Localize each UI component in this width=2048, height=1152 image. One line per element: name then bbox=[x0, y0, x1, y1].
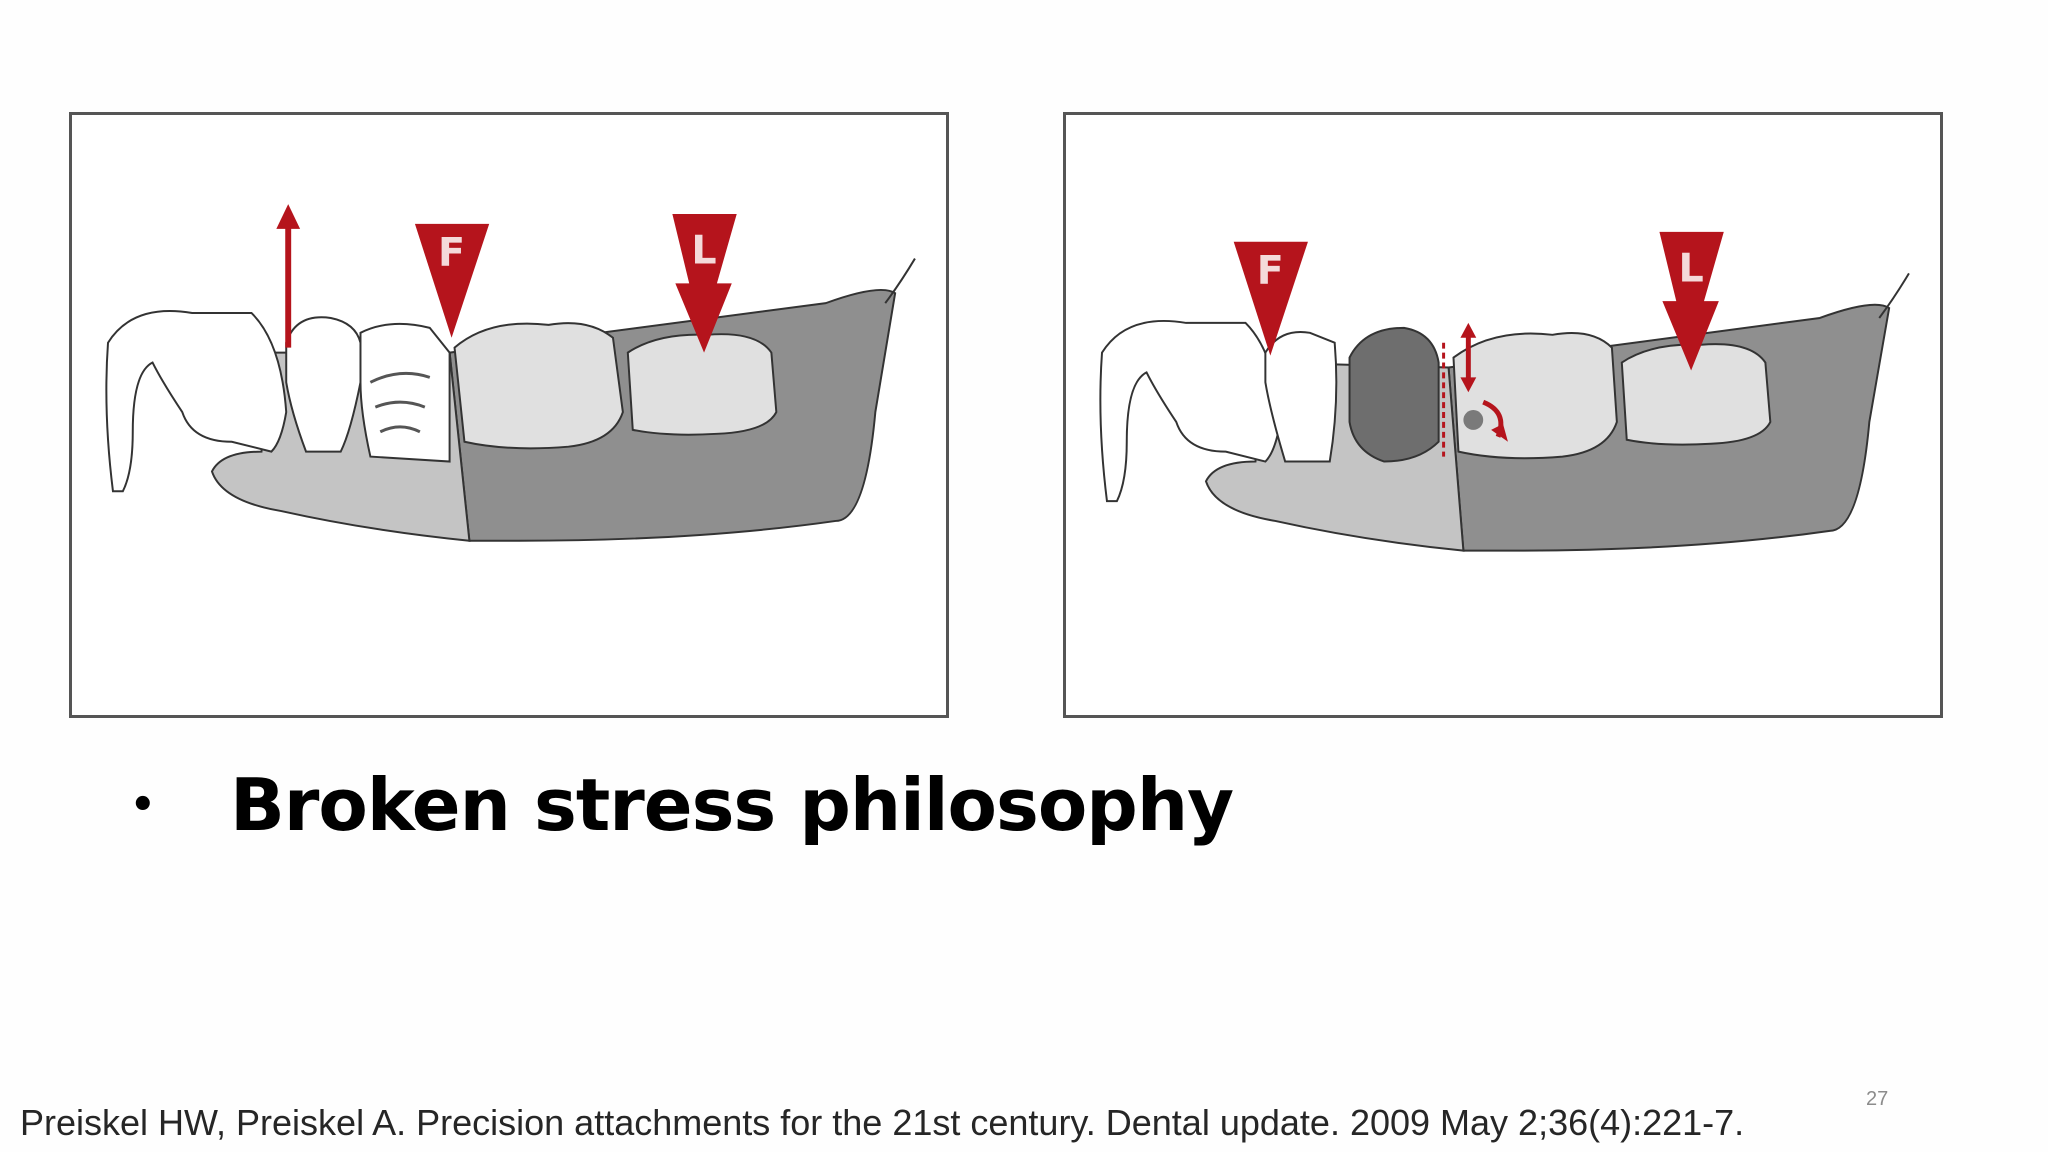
ramus-line bbox=[1878, 272, 1910, 319]
force-arrow-l bbox=[672, 214, 737, 353]
force-arrow-f bbox=[414, 223, 490, 338]
bullet-text: Broken stress philosophy bbox=[230, 763, 1234, 847]
molar-tooth-1 bbox=[1452, 332, 1618, 460]
slide-number: 27 bbox=[1866, 1088, 1889, 1110]
attachment-lines bbox=[369, 371, 431, 434]
molar-tooth-1 bbox=[453, 322, 624, 450]
bullet-marker: • bbox=[130, 782, 156, 828]
hinge-pin bbox=[1463, 410, 1484, 430]
molar-tooth-2 bbox=[626, 333, 778, 436]
mandible-diagram-left: F L bbox=[105, 204, 916, 542]
anterior-teeth-outline bbox=[105, 310, 288, 493]
figure-left: F L bbox=[69, 112, 949, 718]
bullet-item: • Broken stress philosophy bbox=[130, 760, 1234, 850]
citation: Preiskel HW, Preiskel A. Precision attac… bbox=[20, 1102, 1745, 1143]
abutment-tooth bbox=[359, 322, 451, 463]
molar-tooth-2 bbox=[1620, 343, 1772, 446]
stress-break-arrow-down bbox=[1460, 377, 1477, 393]
force-label-l: L bbox=[691, 228, 716, 274]
figure-right: F L bbox=[1063, 112, 1943, 718]
lift-arrow-head bbox=[276, 204, 301, 229]
force-label-l: L bbox=[1679, 245, 1704, 291]
force-label-f: F bbox=[438, 229, 465, 275]
force-arrow-l bbox=[1659, 231, 1724, 371]
ramus-line bbox=[884, 258, 916, 304]
premolar-tooth bbox=[285, 316, 362, 453]
stress-break-arrow-up bbox=[1460, 322, 1477, 338]
rotation-arrow-head bbox=[1491, 423, 1508, 442]
force-label-f: F bbox=[1257, 247, 1284, 293]
anterior-teeth-outline bbox=[1099, 319, 1282, 503]
pontic bbox=[1348, 326, 1440, 463]
premolar-tooth bbox=[1264, 331, 1338, 463]
force-arrow-f bbox=[1233, 241, 1308, 356]
mandible-diagram-right: F L bbox=[1099, 231, 1910, 552]
